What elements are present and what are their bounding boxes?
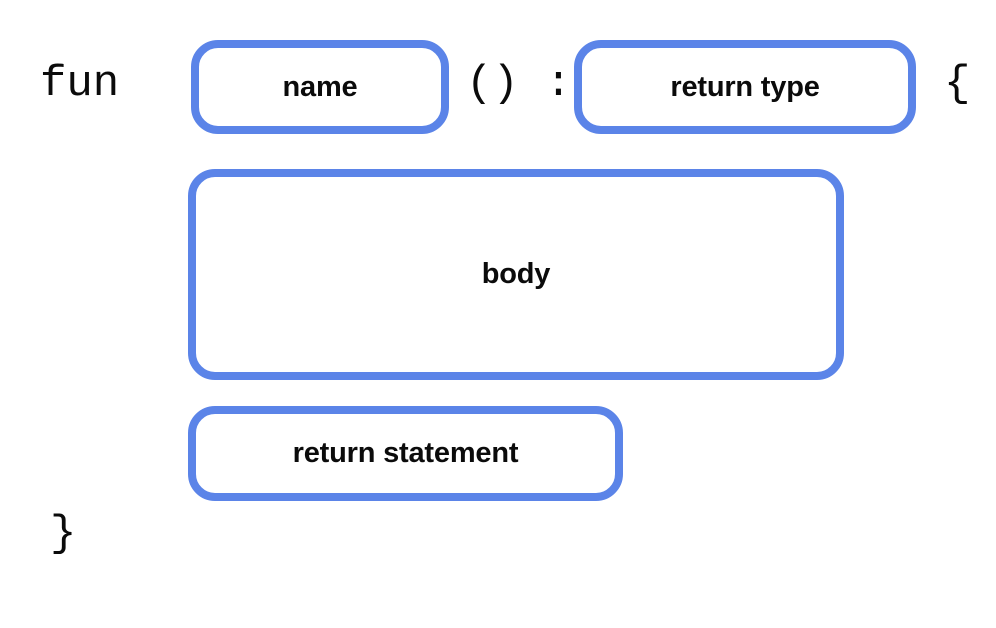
- keyword-fun-token: fun: [40, 59, 120, 109]
- slot-return-statement-label: return statement: [292, 437, 519, 469]
- slot-return-statement[interactable]: return statement: [188, 406, 623, 501]
- parameter-list-colon-token: () :: [466, 59, 572, 109]
- slot-body-label: body: [481, 258, 551, 290]
- brace-open-token: {: [944, 59, 971, 109]
- slot-name-label: name: [282, 70, 358, 103]
- slot-body[interactable]: body: [188, 169, 844, 380]
- brace-close-token: }: [50, 509, 77, 559]
- slot-name[interactable]: name: [191, 40, 449, 134]
- slot-return-type-label: return type: [670, 70, 820, 103]
- slot-return-type[interactable]: return type: [574, 40, 916, 134]
